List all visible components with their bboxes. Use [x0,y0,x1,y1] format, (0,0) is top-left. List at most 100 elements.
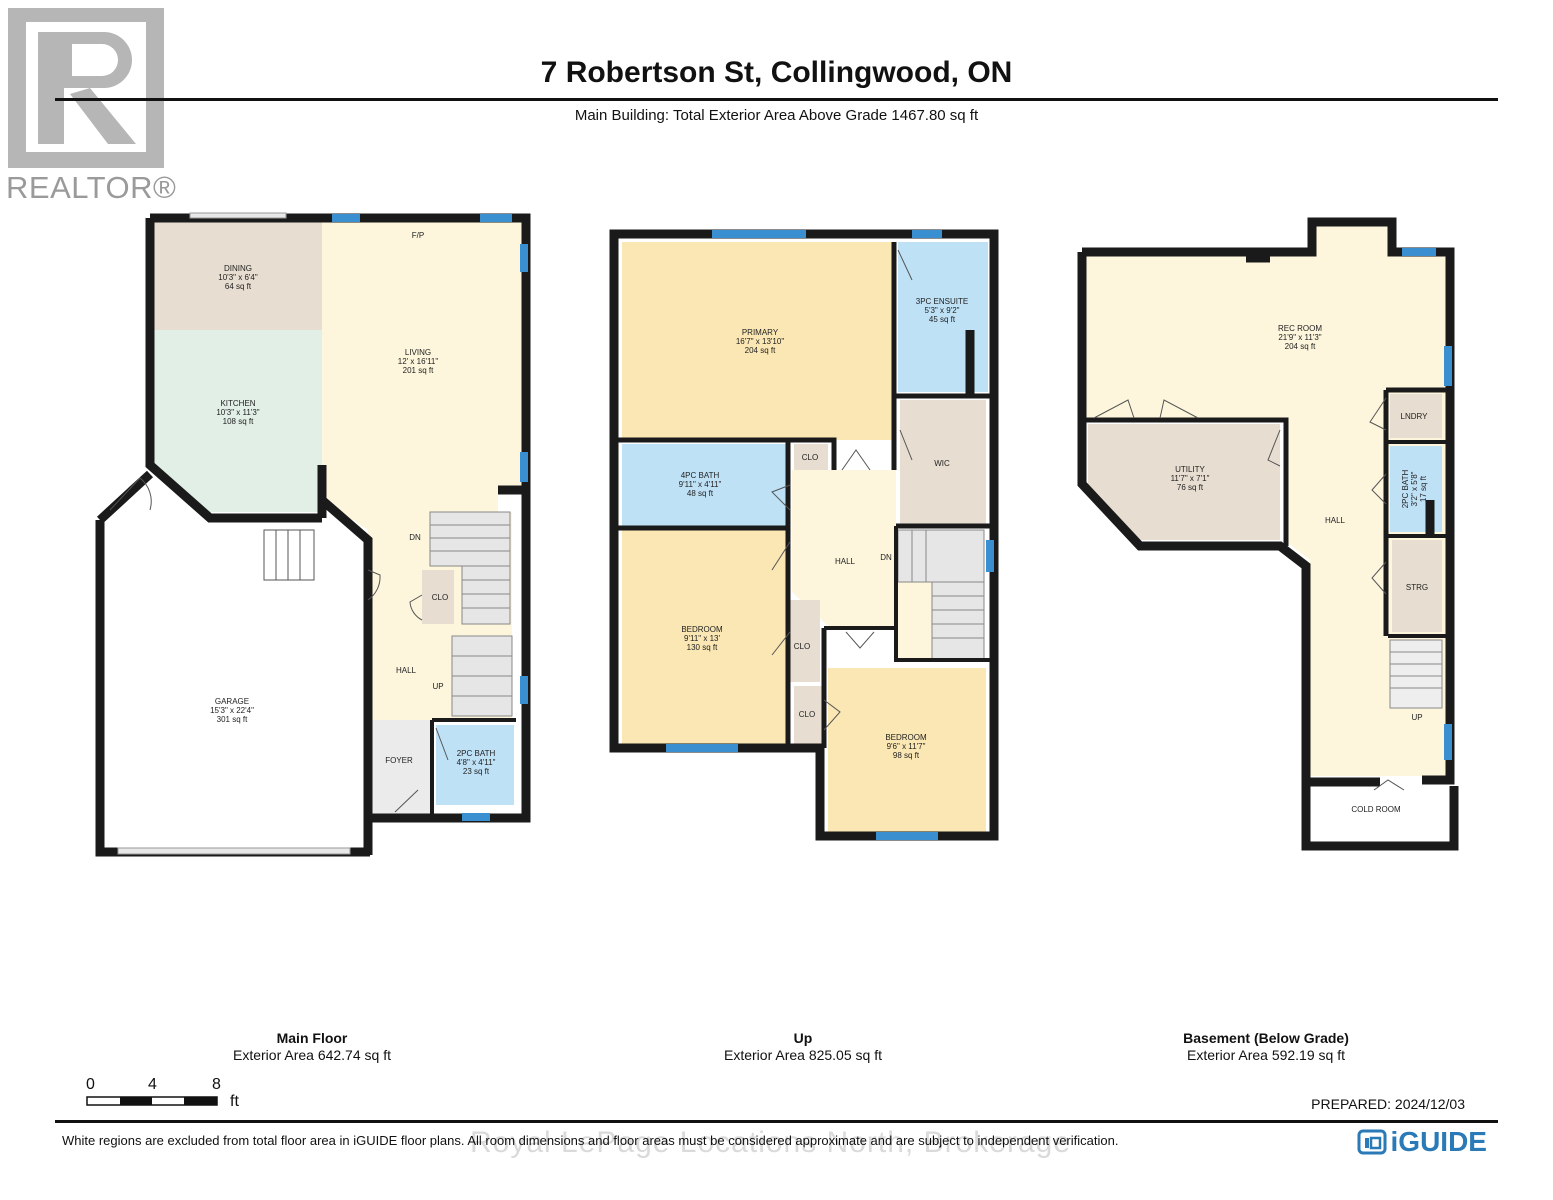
primary-area-value: 204 sq ft [745,346,776,355]
prepared-date: PREPARED: 2024/12/03 [1311,1096,1465,1112]
utility-label: UTILITY [1175,465,1205,474]
main-hall-label: HALL [396,666,417,675]
realtor-r-icon [26,22,146,152]
lndry-area [1390,394,1442,438]
iguide-logo-text: iGUIDE [1390,1126,1487,1157]
main-floor-name: Main Floor [276,1030,348,1046]
main-floor-windows [117,212,528,855]
main-dn-label: DN [409,533,421,542]
scale-tick-0: 0 [86,1076,95,1093]
foyer-label: FOYER [385,756,413,765]
kitchen-dims: 10'3" x 11'3" [216,408,259,417]
up-closet-label-1: CLO [802,453,818,462]
ensuite-area-value: 45 sq ft [929,315,956,324]
up-floor-area: Exterior Area 825.05 sq ft [724,1047,882,1063]
bedroom2-dims: 9'6" x 11'7" [887,742,926,751]
bedroom2-label: BEDROOM [885,733,927,742]
footer-divider [55,1120,1498,1123]
up-floor-name: Up [793,1030,813,1046]
up-bath-area-value: 48 sq ft [687,489,714,498]
up-bath-label: 4PC BATH [681,471,720,480]
base-bath-label: 2PC BATH [1401,470,1410,509]
page-title: 7 Robertson St, Collingwood, ON [540,56,1013,89]
primary-label: PRIMARY [742,328,779,337]
realtor-logo-text: REALTOR® [6,170,177,205]
garage-label: GARAGE [215,697,249,706]
bedroom2-area-value: 98 sq ft [893,751,920,760]
bedroom1-dims: 9'11" x 13' [684,634,720,643]
garage-area [104,470,355,850]
up-hall-label: HALL [835,557,856,566]
rec-room-area-value: 204 sq ft [1285,342,1316,351]
up-bath-area [622,444,787,526]
kitchen-area-value: 108 sq ft [223,417,254,426]
scale-unit: ft [230,1093,239,1110]
bedroom2-area [828,668,986,832]
main-up-label: UP [432,682,443,691]
main-stairs [429,511,513,717]
floor-plans: DINING 10'3" x 6'4" 64 sq ft KITCHEN 10'… [95,212,1459,857]
garage-steps [263,529,315,581]
base-up-label: UP [1411,713,1422,722]
basement-floor-area: Exterior Area 592.19 sq ft [1187,1047,1345,1063]
scale-tick-8: 8 [212,1076,221,1093]
basement-plan: REC ROOM 21'9" x 11'3" 204 sq ft LNDRY U… [1077,217,1459,851]
page-subtitle: Main Building: Total Exterior Area Above… [574,107,979,124]
base-hall-label: HALL [1325,516,1346,525]
up-floor-plan: PRIMARY 16'7" x 13'10" 204 sq ft 3PC ENS… [609,229,999,841]
base-bath-area-value: 17 sq ft [1419,475,1428,502]
wic-area [900,400,986,526]
up-closet-mid [790,600,820,682]
rec-room-label: REC ROOM [1278,324,1322,333]
main-bath-label: 2PC BATH [457,749,496,758]
lndry-label: LNDRY [1401,412,1429,421]
main-bath-dims: 4'8" x 4'11" [457,758,496,767]
foyer-area [370,720,432,816]
rec-room-dims: 21'9" x 11'3" [1278,333,1321,342]
basement-floor-name: Basement (Below Grade) [1183,1030,1349,1046]
main-floor-doors [109,477,449,813]
main-bath-area-value: 23 sq ft [463,767,490,776]
bedroom1-area-value: 130 sq ft [687,643,718,652]
basement-windows [1402,248,1452,760]
basement-walls [1077,217,1459,851]
main-closet-area [422,570,454,624]
basement-stairs [1389,639,1443,709]
dining-label: DINING [224,264,252,273]
kitchen-label: KITCHEN [220,399,255,408]
living-label: LIVING [405,348,431,357]
ensuite-label: 3PC ENSUITE [916,297,968,306]
strg-label: STRG [1406,583,1428,592]
cold-room-label: COLD ROOM [1351,805,1401,814]
main-floor-plan: DINING 10'3" x 6'4" 64 sq ft KITCHEN 10'… [95,212,531,857]
strg-area [1392,540,1442,632]
rec-hall-area [1086,226,1446,776]
scale-bar [86,1096,218,1106]
realtor-logo-mark [8,8,164,168]
base-bath-label-group: 2PC BATH 3'2" x 5'8" 17 sq ft [1401,470,1428,509]
up-closet-low [794,686,822,744]
disclaimer-text: White regions are excluded from total fl… [62,1133,1119,1148]
dining-area-value: 64 sq ft [225,282,252,291]
up-stairs [897,529,985,661]
brokerage-watermark: Royal LePage Locations North, Brokerage [470,1126,1072,1159]
up-floor-walls [609,229,999,841]
bedroom1-area [622,530,787,744]
primary-area [622,242,894,440]
main-closet-label: CLO [432,593,448,602]
up-dn-label: DN [880,553,892,562]
main-bath-area [436,725,514,805]
primary-dims: 16'7" x 13'10" [736,337,784,346]
kitchen-area [152,330,322,512]
iguide-logo-icon [1357,1129,1387,1155]
ensuite-dims: 5'3" x 9'2" [925,306,960,315]
garage-dims: 15'3" x 22'4" [210,706,254,715]
up-closet-label-3: CLO [799,710,815,719]
wic-label: WIC [934,459,950,468]
base-bath-dims: 3'2" x 5'8" [1410,471,1419,506]
up-bath-dims: 9'11" x 4'11" [679,480,722,489]
bedroom1-label: BEDROOM [681,625,723,634]
utility-area [1088,424,1280,540]
up-floor-windows [666,230,994,840]
up-closet-top [794,444,828,470]
